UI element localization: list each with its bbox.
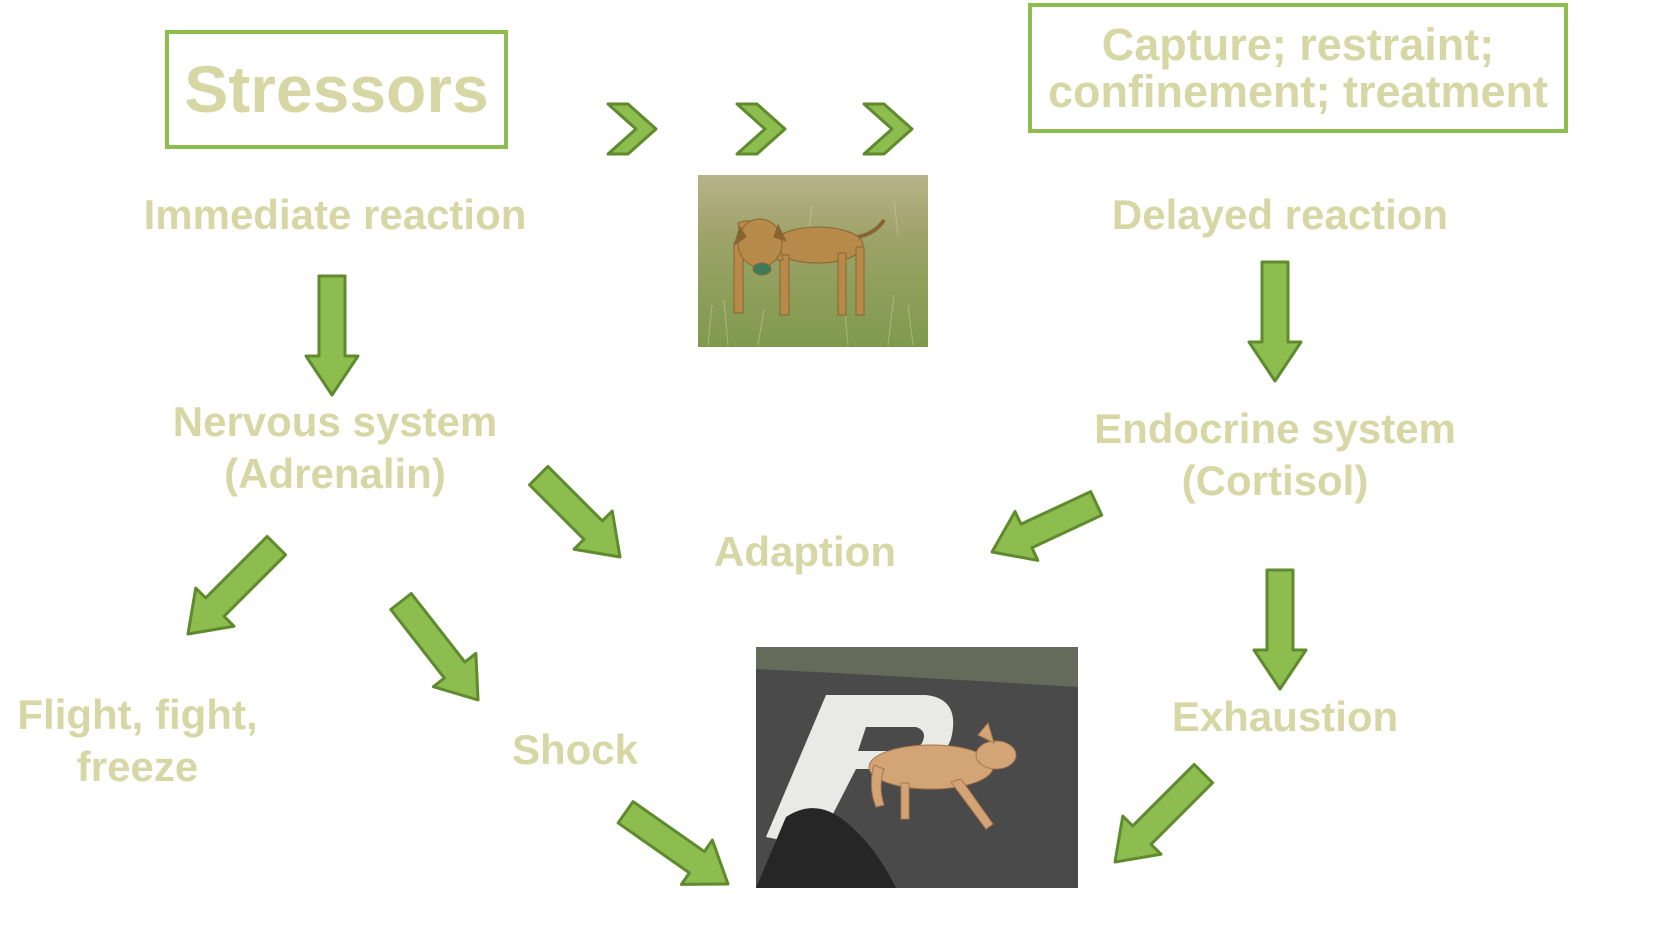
chevron-icon-2 [735,102,787,156]
nervous-system-line-1: Nervous system [172,398,498,445]
immediate-reaction-label: Immediate reaction [143,191,527,238]
endocrine-system-line-2: (Cortisol) [1181,457,1369,505]
arrow-nervous-to-shock-icon [389,591,480,702]
capture-box: Capture; restraint; confinement; treatme… [1028,3,1568,133]
adaption-label: Adaption [714,528,896,575]
flight-fight-freeze-label: Flight, fight, freeze [0,691,275,791]
flight-line-2: freeze [76,743,199,791]
nervous-system-line-2: (Adrenalin) [224,450,446,498]
chevron-icon-3 [862,102,914,156]
shock-label: Shock [511,726,639,773]
arrow-shock-to-photo-icon [616,800,730,886]
stressors-box: Stressors [165,30,508,149]
exhaustion-label: Exhaustion [1171,693,1399,740]
arrow-nervous-to-flight-icon [186,534,288,636]
arrow-endocrine-to-adaption-icon [990,490,1104,562]
lying-dog-photo [756,647,1078,888]
arrow-down-delayed-icon [1247,260,1303,383]
delayed-reaction-label: Delayed reaction [1111,191,1449,238]
capture-line-1: Capture; restraint; [1101,18,1495,70]
chevron-icon-1 [606,102,658,156]
arrow-exhaustion-to-photo-icon [1113,762,1215,864]
arrow-nervous-to-adaption-icon [527,464,622,559]
nervous-system-label: Nervous system (Adrenalin) [150,398,520,498]
stressors-title: Stressors [184,51,489,126]
endocrine-system-line-1: Endocrine system [1094,405,1456,452]
capture-line-2: confinement; treatment [1047,66,1549,117]
flight-line-1: Flight, fight, [17,691,258,738]
endocrine-system-label: Endocrine system (Cortisol) [1070,405,1480,505]
arrow-down-endocrine-icon [1252,568,1308,691]
standing-dog-photo [698,175,928,347]
arrow-down-immediate-icon [304,274,360,397]
